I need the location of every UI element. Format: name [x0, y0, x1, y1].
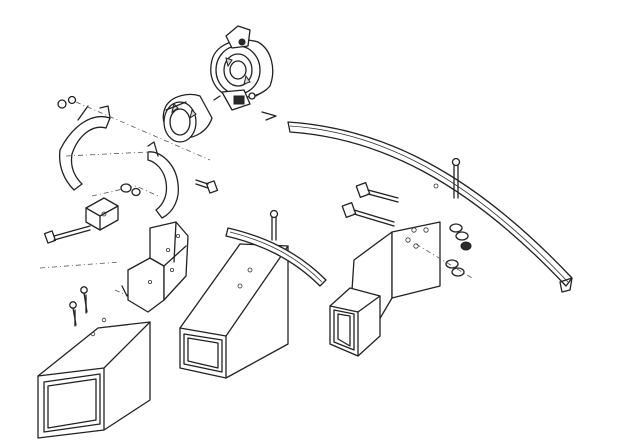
- bolt-hole: [101, 317, 107, 323]
- bolt-post-left-b: [80, 286, 88, 314]
- bearing-bushing: [162, 93, 213, 143]
- tall-square-tube: [179, 243, 289, 379]
- bolt-right-top: [451, 157, 461, 199]
- bolt-middle: [269, 209, 279, 241]
- bolt-post-left-a: [69, 301, 77, 327]
- center-line: [114, 289, 129, 297]
- bolt-right-b: [341, 202, 395, 227]
- curved-rail: [287, 121, 573, 293]
- nuts-and-washers: [415, 223, 473, 279]
- center-line: [39, 261, 121, 269]
- bolt-clamp-left: [43, 225, 91, 244]
- extension-tube: [329, 231, 393, 357]
- bolt-clamp-right: [120, 179, 219, 197]
- bushing-clamp-assembly: [210, 25, 274, 111]
- plate-slot: [391, 221, 441, 299]
- u-channel-bracket: [127, 221, 189, 313]
- bolt-hole: [90, 331, 96, 337]
- bolt-right-a: [355, 182, 399, 203]
- square-tube-post: [37, 321, 151, 439]
- clamp-base-block: [85, 185, 159, 231]
- split-clamp-halves: [57, 95, 211, 219]
- rail-arrow: [261, 111, 277, 121]
- curved-rail-segment: [225, 227, 327, 287]
